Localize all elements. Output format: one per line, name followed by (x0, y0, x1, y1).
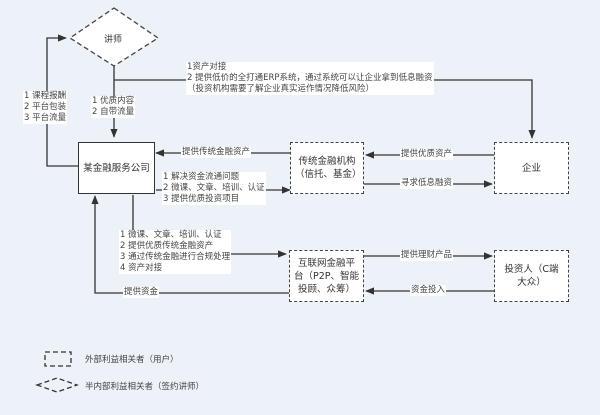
node-financial-services-company[interactable]: 某金融服务公司 (78, 142, 155, 194)
label-internet-to-investor: 提供理财产品 (400, 250, 454, 261)
node-enterprise[interactable]: 企业 (494, 142, 569, 194)
label-line: 1 微课、文章、培训、认证 (120, 230, 222, 240)
node-label: 传统金融机构（信托、基金） (295, 156, 362, 180)
node-label: 投资人（C端大众） (504, 264, 559, 288)
label-lecturer-to-enterprise: 1资产对接 2 提供低价的全打通ERP系统，通过系统可以让企业拿到低息融资 （投… (186, 62, 434, 95)
label-line: 2 提供优质传统金融资产 (120, 241, 214, 251)
label-traditional-to-company: 提供传统金融资产 (181, 147, 252, 158)
lecturer-label: 讲师 (104, 35, 123, 45)
label-line: 1资产对接 (187, 62, 227, 72)
label-line: 2 自带流量 (92, 107, 135, 117)
label-traditional-to-enterprise: 寻求低息融资 (400, 178, 454, 189)
node-traditional-financial-institution[interactable]: 传统金融机构（信托、基金） (290, 142, 364, 194)
label-company-to-internet: 1 微课、文章、培训、认证 2 提供优质传统金融资产 3 通过传统金融进行合规处… (119, 230, 232, 274)
label-line: 3 提供优质投资项目 (163, 194, 240, 204)
label-line: 1 优质内容 (92, 96, 135, 106)
label-line: 2 提供低价的全打通ERP系统，通过系统可以让企业拿到低息融资 (187, 73, 433, 83)
label-line: （投资机构需要了解企业真实运作情况降低风险） (187, 84, 375, 94)
label-lecturer-to-company: 1 优质内容 2 自带流量 (91, 96, 136, 118)
legend-semi-internal-label: 半内部利益相关者（签约讲师） (85, 382, 205, 392)
label-line: 4 资产对接 (120, 263, 163, 273)
label-internet-to-company: 提供资金 (123, 287, 160, 298)
node-investor[interactable]: 投资人（C端大众） (494, 250, 569, 302)
edge-internet-to-company (91, 195, 289, 294)
node-label: 企业 (521, 162, 541, 174)
label-company-to-lecturer: 1 课程报酬 2 平台包装 3 平台流量 (23, 91, 68, 124)
label-company-to-traditional: 1 解决资金流通问题 2 微课、文章、培训、认证 3 提供优质投资项目 (162, 172, 266, 205)
legend-dashed-rect-icon (44, 351, 72, 367)
node-internet-finance-platform[interactable]: 互联网金融平台（P2P、智能投顾、众筹） (289, 250, 364, 302)
node-label: 某金融服务公司 (83, 162, 150, 174)
legend-dashed-diamond-icon (35, 377, 79, 393)
node-label: 互联网金融平台（P2P、智能投顾、众筹） (294, 257, 360, 295)
label-line: 1 解决资金流通问题 (163, 172, 240, 182)
label-enterprise-to-traditional: 提供优质资产 (400, 149, 454, 160)
label-line: 1 课程报酬 (24, 91, 67, 101)
label-line: 2 平台包装 (24, 102, 67, 112)
label-investor-to-internet: 资金投入 (410, 285, 447, 296)
label-line: 2 微课、文章、培训、认证 (163, 183, 265, 193)
legend-external-label: 外部利益相关者（用户） (85, 355, 179, 365)
label-line: 3 平台流量 (24, 113, 67, 123)
label-line: 3 通过传统金融进行合规处理 (120, 252, 231, 262)
